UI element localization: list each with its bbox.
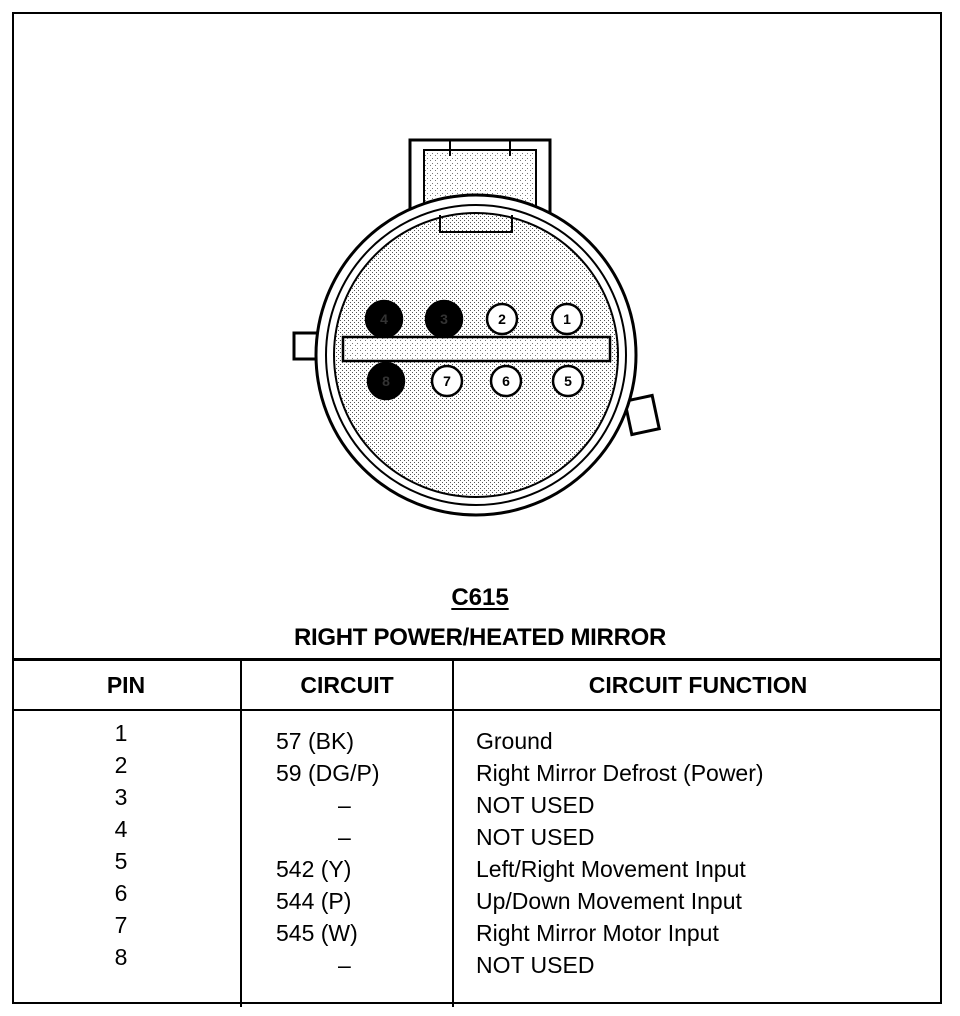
pin-number: 2 bbox=[114, 752, 128, 778]
pin-number: 4 bbox=[114, 816, 128, 842]
table-body-row: 1 2 3 4 5 6 7 8 57 (BK) 59 (DG/P) – – 54… bbox=[12, 710, 942, 1007]
circuit-function: Right Mirror Defrost (Power) bbox=[476, 760, 764, 786]
cavity-7: 7 bbox=[430, 364, 464, 398]
cavity-1: 1 bbox=[550, 302, 584, 336]
cavity-label: 5 bbox=[564, 373, 572, 389]
circuit-column: 57 (BK) 59 (DG/P) – – 542 (Y) 544 (P) 54… bbox=[240, 710, 453, 1007]
cavity-2: 2 bbox=[485, 302, 519, 336]
header-circuit: CIRCUIT bbox=[240, 658, 453, 711]
cavity-label: 7 bbox=[443, 373, 451, 389]
header-pin: PIN bbox=[12, 658, 241, 711]
header-circuit-function: CIRCUIT FUNCTION bbox=[452, 658, 942, 711]
right-key-tab bbox=[622, 393, 662, 437]
circuit-code: 544 (P) bbox=[276, 888, 352, 914]
cavity-label: 6 bbox=[502, 373, 510, 389]
pin-number: 8 bbox=[114, 944, 128, 970]
connector-face-diagram: 4 3 2 1 8 7 6 5 bbox=[292, 138, 662, 517]
circuit-code: 59 (DG/P) bbox=[276, 760, 380, 786]
pin-number: 5 bbox=[114, 848, 128, 874]
cavity-3: 3 bbox=[424, 299, 464, 339]
circuit-code: – bbox=[338, 952, 351, 978]
circuit-function: Left/Right Movement Input bbox=[476, 856, 746, 882]
pin-number: 1 bbox=[114, 720, 128, 746]
cavity-5: 5 bbox=[551, 364, 585, 398]
pinout-table: PIN CIRCUIT CIRCUIT FUNCTION 1 2 3 4 5 6… bbox=[12, 658, 942, 1007]
cavity-label: 3 bbox=[440, 311, 448, 327]
cavity-label: 2 bbox=[498, 311, 506, 327]
cavity-6: 6 bbox=[489, 364, 523, 398]
circuit-function: NOT USED bbox=[476, 792, 595, 818]
cavity-label: 4 bbox=[380, 311, 388, 327]
circuit-code: – bbox=[338, 792, 351, 818]
circuit-code: 542 (Y) bbox=[276, 856, 352, 882]
circuit-function: Up/Down Movement Input bbox=[476, 888, 742, 914]
terminal-cavities: 4 3 2 1 8 7 6 5 bbox=[364, 299, 585, 401]
circuit-code: – bbox=[338, 824, 351, 850]
circuit-function: Right Mirror Motor Input bbox=[476, 920, 719, 946]
circuit-function: NOT USED bbox=[476, 824, 595, 850]
cavity-label: 1 bbox=[563, 311, 571, 327]
cavity-8: 8 bbox=[366, 361, 406, 401]
cavity-label: 8 bbox=[382, 373, 390, 389]
circuit-code: 545 (W) bbox=[276, 920, 358, 946]
center-rib bbox=[341, 335, 612, 363]
table-header-row: PIN CIRCUIT CIRCUIT FUNCTION bbox=[12, 658, 942, 711]
circuit-function: Ground bbox=[476, 728, 553, 754]
pin-number: 3 bbox=[114, 784, 128, 810]
connector-id: C615 bbox=[451, 584, 509, 611]
pin-number: 6 bbox=[114, 880, 128, 906]
connector-title: RIGHT POWER/HEATED MIRROR bbox=[293, 624, 667, 651]
pin-column: 1 2 3 4 5 6 7 8 bbox=[12, 710, 241, 1007]
pin-number: 7 bbox=[114, 912, 128, 938]
function-column: Ground Right Mirror Defrost (Power) NOT … bbox=[452, 710, 942, 1007]
circuit-code: 57 (BK) bbox=[276, 728, 354, 754]
circuit-function: NOT USED bbox=[476, 952, 595, 978]
cavity-4: 4 bbox=[364, 299, 404, 339]
